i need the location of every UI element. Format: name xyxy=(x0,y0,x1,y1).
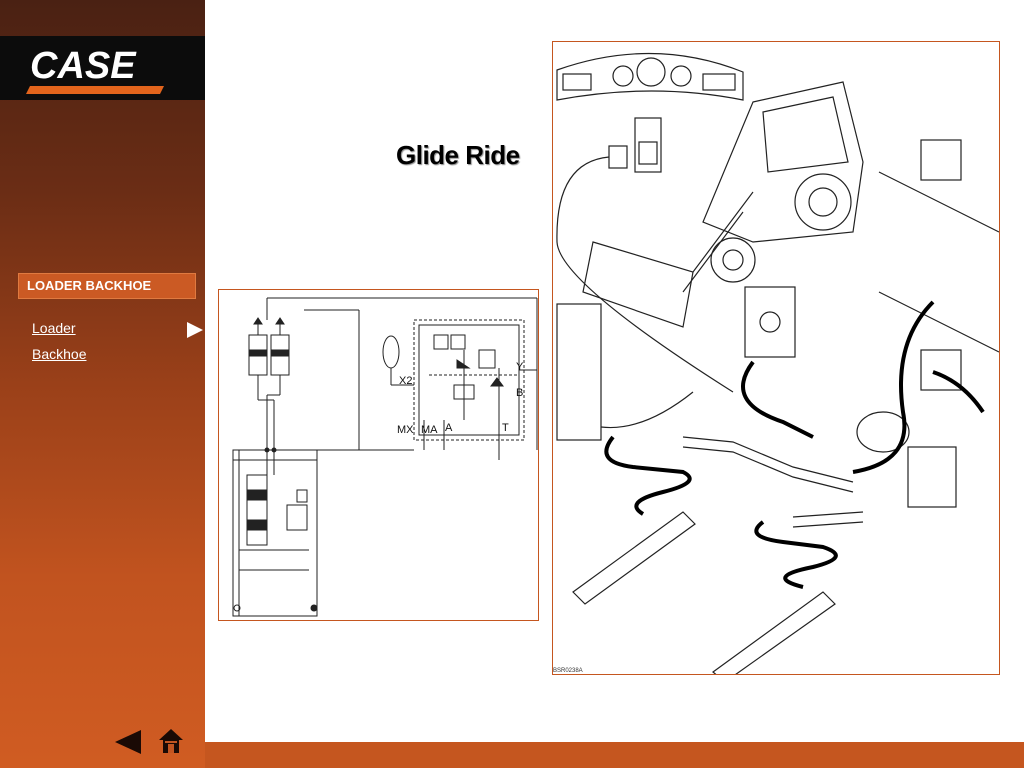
port-label-ma: MA xyxy=(421,424,438,436)
port-label-a: A xyxy=(445,422,453,434)
section-header: LOADER BACKHOE xyxy=(18,273,196,299)
port-label-t: T xyxy=(502,422,509,434)
backhoe-illustration xyxy=(552,41,1000,683)
home-icon[interactable] xyxy=(158,728,184,754)
port-label-y: Y xyxy=(516,361,524,373)
sidebar: CASE LOADER BACKHOE Loader Backhoe xyxy=(0,0,205,768)
svg-text:CASE: CASE xyxy=(30,45,137,87)
back-arrow-icon[interactable] xyxy=(115,730,141,754)
case-logo: CASE xyxy=(0,36,205,100)
port-label-b: B xyxy=(516,387,523,399)
case-logo-mark: CASE xyxy=(26,45,164,94)
nav-link-backhoe[interactable]: Backhoe xyxy=(32,346,87,362)
hydraulic-schematic: X2 Y B MX MA A T xyxy=(218,289,539,621)
bottom-bar xyxy=(205,742,1024,768)
page-title: Glide Ride xyxy=(396,140,520,170)
backhoe-line-drawing xyxy=(556,52,1000,683)
current-page-arrow-icon xyxy=(187,322,203,338)
port-label-x2: X2 xyxy=(399,375,412,387)
port-label-mx: MX xyxy=(397,424,414,436)
schematic-drawing: X2 Y B MX MA A T xyxy=(232,297,538,617)
nav-link-loader[interactable]: Loader xyxy=(32,320,76,336)
logo-swoosh xyxy=(26,86,164,94)
drawing-reference-number: BSR0238A xyxy=(553,668,583,674)
